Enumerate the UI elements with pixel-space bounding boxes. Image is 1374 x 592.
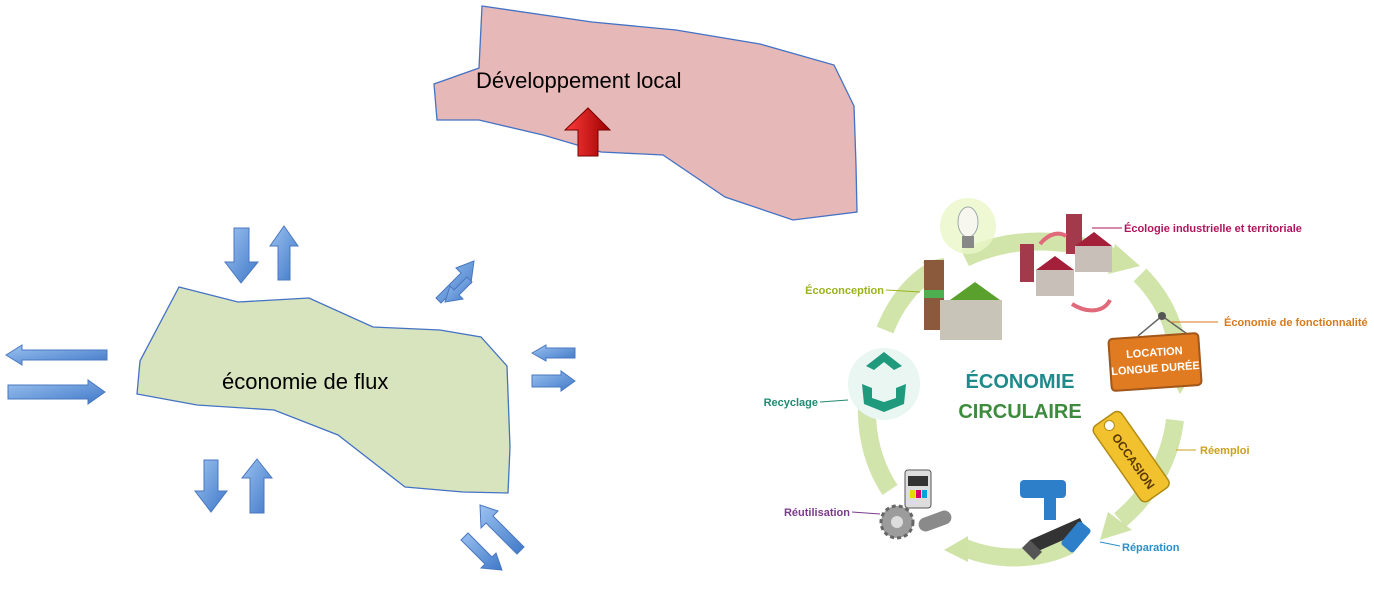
circular-economy-illustration: LOCATION LONGUE DURÉE OCCASION (764, 198, 1368, 567)
stage-label-reutilisation: Réutilisation (784, 507, 850, 519)
cycle-arrowhead-1 (1108, 244, 1140, 274)
up-arrow-top-icon (269, 225, 299, 281)
cycle-arc-4 (961, 536, 1075, 567)
region-developpement-local: Développement local (433, 5, 858, 221)
leader-line-reparation (1099, 541, 1121, 547)
cycle-arc-6 (876, 264, 936, 334)
region-economie-de-flux-label: économie de flux (222, 369, 388, 394)
occasion-tag: OCCASION (1092, 410, 1170, 503)
factory-bulb-icon (924, 198, 1002, 340)
diagonal-arrow-in-icon (479, 504, 525, 555)
recycling-icon (848, 348, 920, 420)
circular-economy-title-line1: ÉCONOMIE (966, 370, 1075, 393)
circular-economy-title-line2: CIRCULAIRE (958, 401, 1081, 423)
up-arrow-bottom-icon (240, 458, 274, 514)
stage-label-ecologie-industrielle: Écologie industrielle et territoriale (1124, 222, 1302, 235)
tools-icon (1020, 480, 1091, 560)
industrial-buildings-icon (1020, 214, 1112, 313)
diagonal-arrow-out-icon (460, 532, 503, 571)
stage-label-reparation: Réparation (1122, 542, 1180, 554)
growth-arrow-icon (563, 107, 612, 157)
stage-label-economie-fonctionnalite: Économie de fonctionnalité (1224, 316, 1368, 329)
diagonal-arrow-down-icon (444, 276, 473, 303)
leader-line-recyclage (819, 399, 849, 403)
leader-line-reutilisation (851, 511, 881, 515)
region-economie-de-flux: économie de flux (136, 286, 511, 494)
left-arrow-out-icon (5, 344, 108, 366)
leader-line-ecoconception (885, 289, 921, 293)
location-sign: LOCATION LONGUE DURÉE (1107, 312, 1203, 392)
left-arrow-right-icon (530, 344, 576, 362)
cycle-arrowhead-4 (944, 536, 968, 562)
location-sign-line1: LOCATION (1126, 345, 1183, 361)
flow-arrows (5, 225, 576, 571)
region-developpement-local-label: Développement local (476, 68, 681, 93)
down-arrow-top-icon (223, 227, 260, 284)
right-arrow-right-icon (531, 370, 576, 392)
stage-label-reemploi: Réemploi (1200, 445, 1250, 457)
down-arrow-bottom-icon (193, 459, 229, 513)
cartridge-gear-icon (879, 469, 952, 540)
stage-label-ecoconception: Écoconception (805, 284, 884, 297)
location-sign-line2: LONGUE DURÉE (1111, 359, 1200, 378)
stage-label-recyclage: Recyclage (764, 397, 818, 409)
cycle-arrowhead-3 (1100, 512, 1132, 540)
right-arrow-in-icon (7, 379, 106, 405)
